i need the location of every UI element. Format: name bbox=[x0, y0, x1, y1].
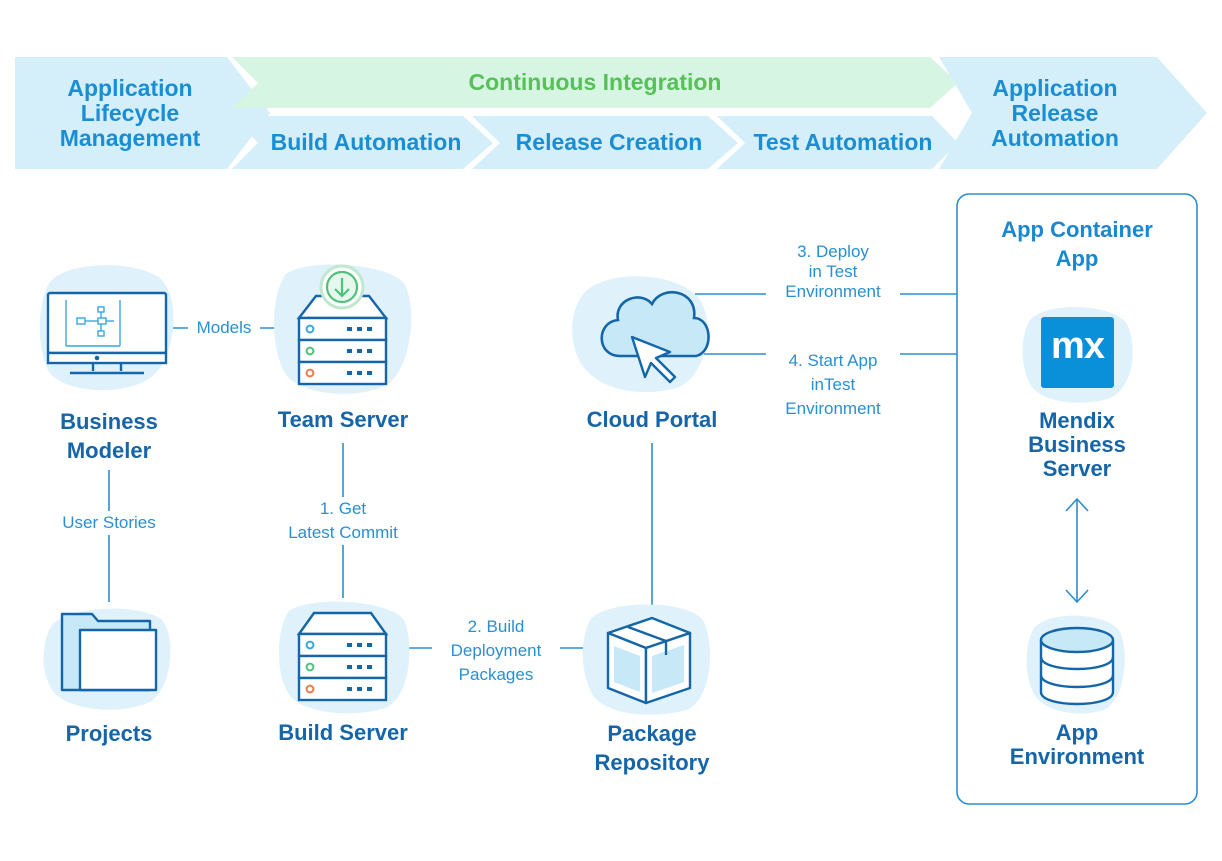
database-icon bbox=[1039, 626, 1115, 706]
monitor-flowchart-icon bbox=[46, 291, 168, 375]
build-server-label: Build Server bbox=[278, 720, 408, 745]
business-modeler-label: Business Modeler bbox=[60, 409, 158, 463]
deploy-test-label: 3. Deploy in Test Environment bbox=[766, 242, 900, 303]
start-app-label: 4. Start App inTest Environment bbox=[766, 349, 900, 421]
ara-chevron bbox=[939, 57, 1207, 169]
build-automation-chevron bbox=[232, 116, 493, 169]
test-automation-label: Test Automation bbox=[753, 129, 933, 155]
test-automation-chevron bbox=[717, 116, 958, 169]
folder-icon bbox=[60, 612, 158, 692]
app-container-box bbox=[956, 193, 1198, 805]
team-server-label: Team Server bbox=[277, 407, 409, 432]
server-download-icon bbox=[296, 264, 389, 386]
projects-label: Projects bbox=[65, 721, 153, 746]
user-stories-connector-label: User Stories bbox=[46, 511, 172, 535]
mendix-business-server-label: Mendix Business Server bbox=[1028, 408, 1126, 481]
ci-label: Continuous Integration bbox=[468, 69, 722, 95]
ci-chevron bbox=[232, 57, 958, 108]
server-icon bbox=[296, 611, 389, 702]
alm-label: Application Lifecycle Management bbox=[59, 75, 201, 151]
arrow-head-down bbox=[1065, 589, 1089, 604]
get-latest-commit-label: 1. Get Latest Commit bbox=[268, 497, 418, 545]
app-container-title: App Container App bbox=[1001, 217, 1153, 271]
package-box-icon bbox=[606, 616, 692, 705]
mendix-logo-icon bbox=[1041, 317, 1114, 388]
package-repository-label: Package Repository bbox=[594, 721, 710, 775]
release-creation-label: Release Creation bbox=[515, 129, 703, 155]
cloud-portal-label: Cloud Portal bbox=[586, 407, 718, 432]
models-connector-label: Models bbox=[188, 316, 260, 340]
mendix-logo-text: mx bbox=[1051, 325, 1105, 367]
build-deployment-packages-label: 2. Build Deployment Packages bbox=[432, 615, 560, 687]
release-creation-chevron bbox=[472, 116, 738, 169]
build-automation-label: Build Automation bbox=[270, 129, 462, 155]
app-environment-label: App Environment bbox=[1009, 720, 1145, 769]
alm-chevron bbox=[15, 57, 270, 169]
arrow-head-up bbox=[1065, 497, 1089, 512]
ara-label: Application Release Automation bbox=[991, 75, 1119, 151]
cloud-cursor-icon bbox=[600, 290, 710, 384]
